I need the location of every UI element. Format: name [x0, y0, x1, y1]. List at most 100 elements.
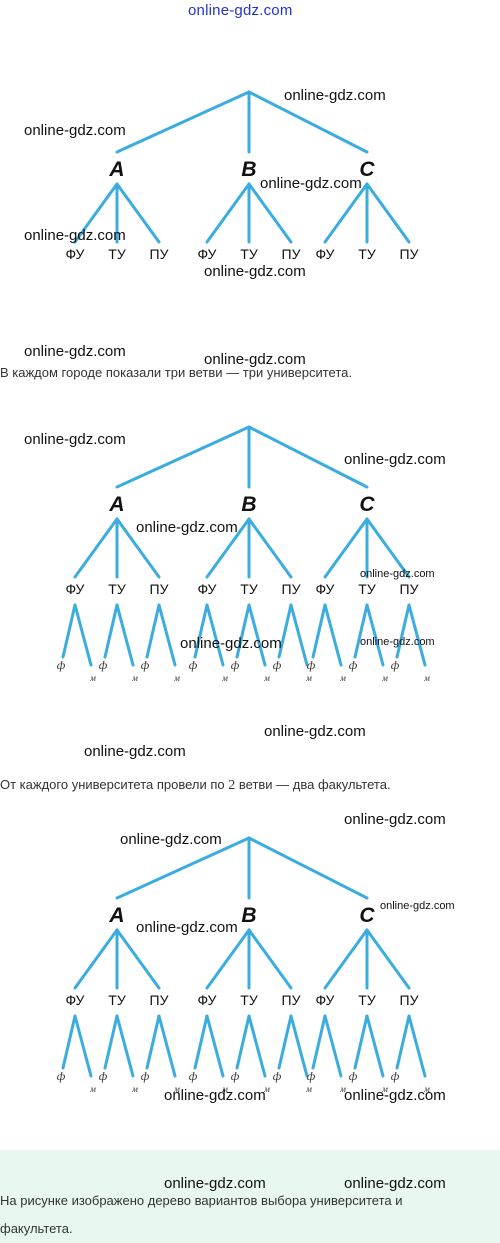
- watermark: online-gdz.com: [136, 919, 238, 936]
- university-label: ФУ: [66, 581, 85, 597]
- watermark: online-gdz.com: [24, 343, 126, 360]
- city-label-a: A: [108, 493, 124, 516]
- city-label-c: C: [359, 493, 375, 516]
- watermark: online-gdz.com: [24, 431, 126, 448]
- branch-university-to-faculty: [247, 1014, 267, 1078]
- branch-university-to-faculty: [311, 603, 327, 659]
- faculty-label-m: м: [263, 673, 270, 683]
- branch-city-to-university: [247, 517, 293, 579]
- caption-step-2-after: ветви — два факультета.: [235, 777, 391, 792]
- city-label-c: C: [359, 158, 375, 181]
- branch-university-to-faculty: [193, 1014, 209, 1070]
- branch-city-to-university: [365, 517, 411, 579]
- branch-university-to-faculty: [73, 1014, 93, 1078]
- branch-university-to-faculty: [235, 1014, 251, 1070]
- branch-city-to-university: [115, 517, 161, 579]
- watermark: online-gdz.com: [360, 636, 435, 648]
- caption-step-2-before: От каждого университета провели по: [0, 777, 229, 792]
- branch-city-to-university: [247, 182, 293, 244]
- watermark: online-gdz.com: [24, 122, 126, 139]
- branch-university-to-faculty: [205, 1014, 225, 1078]
- faculty-label-f: ф: [231, 658, 240, 672]
- faculty-label-m: м: [423, 1084, 430, 1094]
- watermark: online-gdz.com: [260, 175, 362, 192]
- university-label: ПУ: [400, 246, 419, 262]
- faculty-label-m: м: [131, 673, 138, 683]
- university-label: ПУ: [282, 581, 301, 597]
- university-label: ФУ: [316, 581, 335, 597]
- city-label-b: B: [241, 493, 256, 516]
- faculty-label-m: м: [339, 673, 346, 683]
- watermark: online-gdz.com: [344, 1175, 446, 1192]
- branch-university-to-faculty: [323, 603, 343, 667]
- university-label: ТУ: [240, 992, 258, 1008]
- faculty-label-m: м: [381, 673, 388, 683]
- university-label: ТУ: [108, 581, 126, 597]
- university-label: ПУ: [400, 581, 419, 597]
- branch-university-to-faculty: [157, 603, 177, 667]
- faculty-label-m: м: [423, 673, 430, 683]
- watermark: online-gdz.com: [204, 351, 306, 368]
- city-label-b: B: [241, 904, 256, 927]
- branch-university-to-faculty: [61, 603, 77, 659]
- watermark: online-gdz.com: [344, 811, 446, 828]
- caption-step-2: От каждого университета провели по 2 вет…: [0, 777, 391, 794]
- university-label: ФУ: [198, 581, 217, 597]
- watermark: online-gdz.com: [136, 519, 238, 536]
- university-label: ПУ: [282, 246, 301, 262]
- faculty-label-f: ф: [189, 1069, 198, 1083]
- faculty-label-f: ф: [273, 658, 282, 672]
- branch-city-to-university: [205, 928, 251, 990]
- faculty-label-f: ф: [141, 658, 150, 672]
- faculty-label-m: м: [339, 1084, 346, 1094]
- branch-university-to-faculty: [115, 603, 135, 667]
- university-label: ПУ: [150, 992, 169, 1008]
- faculty-label-f: ф: [57, 1069, 66, 1083]
- faculty-label-f: ф: [391, 1069, 400, 1083]
- university-label: ФУ: [198, 246, 217, 262]
- faculty-label-m: м: [221, 1084, 228, 1094]
- university-label: ФУ: [316, 246, 335, 262]
- result-text-line-1: На рисунке изображено дерево вариантов в…: [0, 1193, 403, 1208]
- university-label: ФУ: [66, 992, 85, 1008]
- faculty-label-m: м: [173, 1084, 180, 1094]
- university-label: ПУ: [400, 992, 419, 1008]
- faculty-label-f: ф: [307, 1069, 316, 1083]
- branch-university-to-faculty: [73, 603, 93, 667]
- university-label: ПУ: [282, 992, 301, 1008]
- watermark: online-gdz.com: [164, 1087, 266, 1104]
- branch-city-to-university: [73, 928, 119, 990]
- caption-step-2-number: 2: [228, 778, 236, 793]
- watermark: online-gdz.com: [344, 451, 446, 468]
- branch-city-to-university: [323, 928, 369, 990]
- branch-root-to-city: [247, 90, 369, 154]
- watermark: online-gdz.com: [360, 568, 435, 580]
- caption-step-1: В каждом городе показали три ветви — три…: [0, 365, 353, 380]
- branch-university-to-faculty: [353, 603, 369, 659]
- branch-city-to-university: [115, 928, 161, 990]
- watermark: online-gdz.com: [344, 1087, 446, 1104]
- watermark: online-gdz.com: [264, 723, 366, 740]
- faculty-label-f: ф: [141, 1069, 150, 1083]
- university-label: ФУ: [316, 992, 335, 1008]
- university-label: ТУ: [358, 246, 376, 262]
- branch-university-to-faculty: [145, 1014, 161, 1070]
- university-label: ПУ: [150, 246, 169, 262]
- branch-university-to-faculty: [395, 603, 411, 659]
- branch-root-to-city: [115, 90, 251, 154]
- branch-city-to-university: [115, 182, 161, 244]
- branch-university-to-faculty: [61, 1014, 77, 1070]
- branch-root-to-city: [115, 836, 251, 900]
- branch-city-to-university: [365, 928, 411, 990]
- branch-university-to-faculty: [289, 1014, 309, 1078]
- branch-root-to-city: [115, 425, 251, 489]
- branch-university-to-faculty: [205, 603, 225, 667]
- branch-city-to-university: [247, 928, 293, 990]
- university-label: ТУ: [108, 992, 126, 1008]
- city-label-c: C: [359, 904, 375, 927]
- branch-university-to-faculty: [407, 1014, 427, 1078]
- branch-university-to-faculty: [145, 603, 161, 659]
- result-text-line-2: факультета.: [0, 1221, 73, 1236]
- faculty-label-f: ф: [189, 658, 198, 672]
